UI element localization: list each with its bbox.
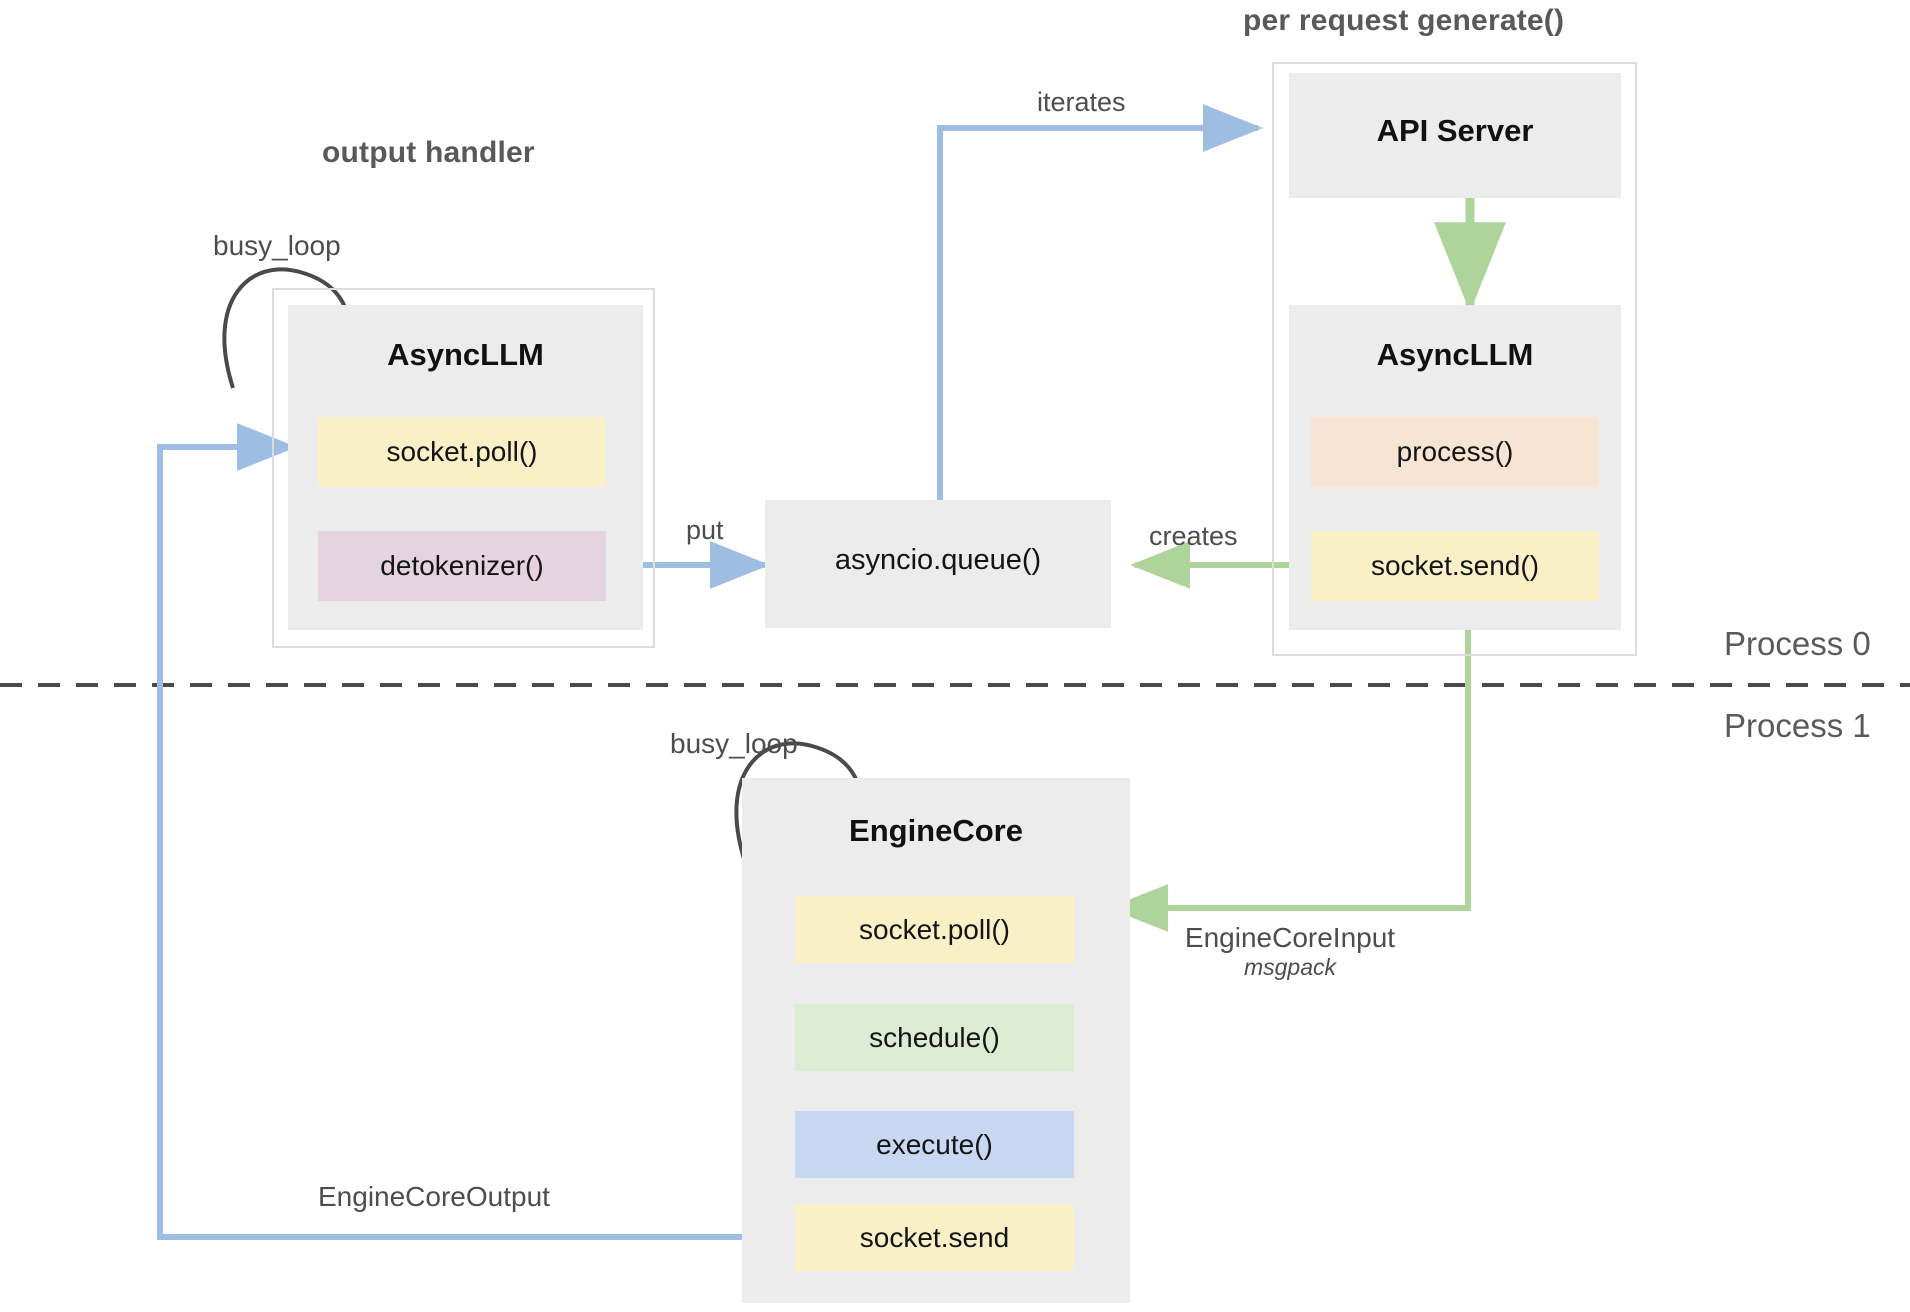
engine-core-input-label: EngineCoreInput msgpack: [1155, 922, 1425, 981]
engine-core-item-schedule[interactable]: schedule(): [795, 1004, 1074, 1071]
asyncllm-left-item-detokenizer[interactable]: detokenizer(): [318, 531, 606, 601]
engine-core-box[interactable]: EngineCore socket.poll() schedule() exec…: [742, 778, 1130, 1303]
engine-core-input-text: EngineCoreInput: [1184, 922, 1396, 953]
engine-core-output-label: EngineCoreOutput: [318, 1181, 550, 1212]
iterates-edge-label: iterates: [1037, 87, 1126, 117]
engine-core-item-socket-send[interactable]: socket.send: [795, 1204, 1074, 1271]
group-title-per-request: per request generate(): [1243, 4, 1565, 37]
asyncllm-left-item-socket-poll[interactable]: socket.poll(): [318, 417, 606, 487]
iterates-arrow: [937, 104, 1263, 500]
engine-core-input-subtext: msgpack: [1243, 954, 1337, 980]
engine-core-item-execute[interactable]: execute(): [795, 1111, 1074, 1178]
asyncllm-right-box[interactable]: AsyncLLM process() socket.send(): [1289, 305, 1621, 630]
per-request-outline: [1272, 62, 1637, 656]
asyncio-queue-label: asyncio.queue(): [834, 544, 1042, 576]
asyncllm-left-title: AsyncLLM: [387, 337, 544, 372]
busy-loop-label-engine: busy_loop: [670, 728, 798, 759]
api-server-title: API Server: [1376, 113, 1534, 148]
asyncllm-left-box[interactable]: AsyncLLM socket.poll() detokenizer(): [288, 305, 643, 630]
engine-core-item-socket-poll[interactable]: socket.poll(): [795, 896, 1074, 963]
asyncllm-right-item-process[interactable]: process(): [1311, 417, 1599, 487]
output-handler-outline: [272, 288, 655, 648]
asyncllm-right-title: AsyncLLM: [1376, 337, 1534, 372]
creates-edge-label: creates: [1149, 521, 1238, 551]
engine-core-title: EngineCore: [849, 813, 1023, 848]
api-server-box[interactable]: API Server: [1289, 73, 1621, 198]
process-0-label: Process 0: [1724, 625, 1871, 662]
put-edge-label: put: [686, 515, 724, 545]
process-1-label: Process 1: [1724, 707, 1871, 744]
busy-loop-label-left: busy_loop: [213, 230, 341, 261]
group-title-output-handler: output handler: [322, 136, 535, 169]
asyncio-queue-box[interactable]: asyncio.queue(): [765, 500, 1111, 628]
asyncllm-right-item-socket-send[interactable]: socket.send(): [1311, 531, 1599, 601]
